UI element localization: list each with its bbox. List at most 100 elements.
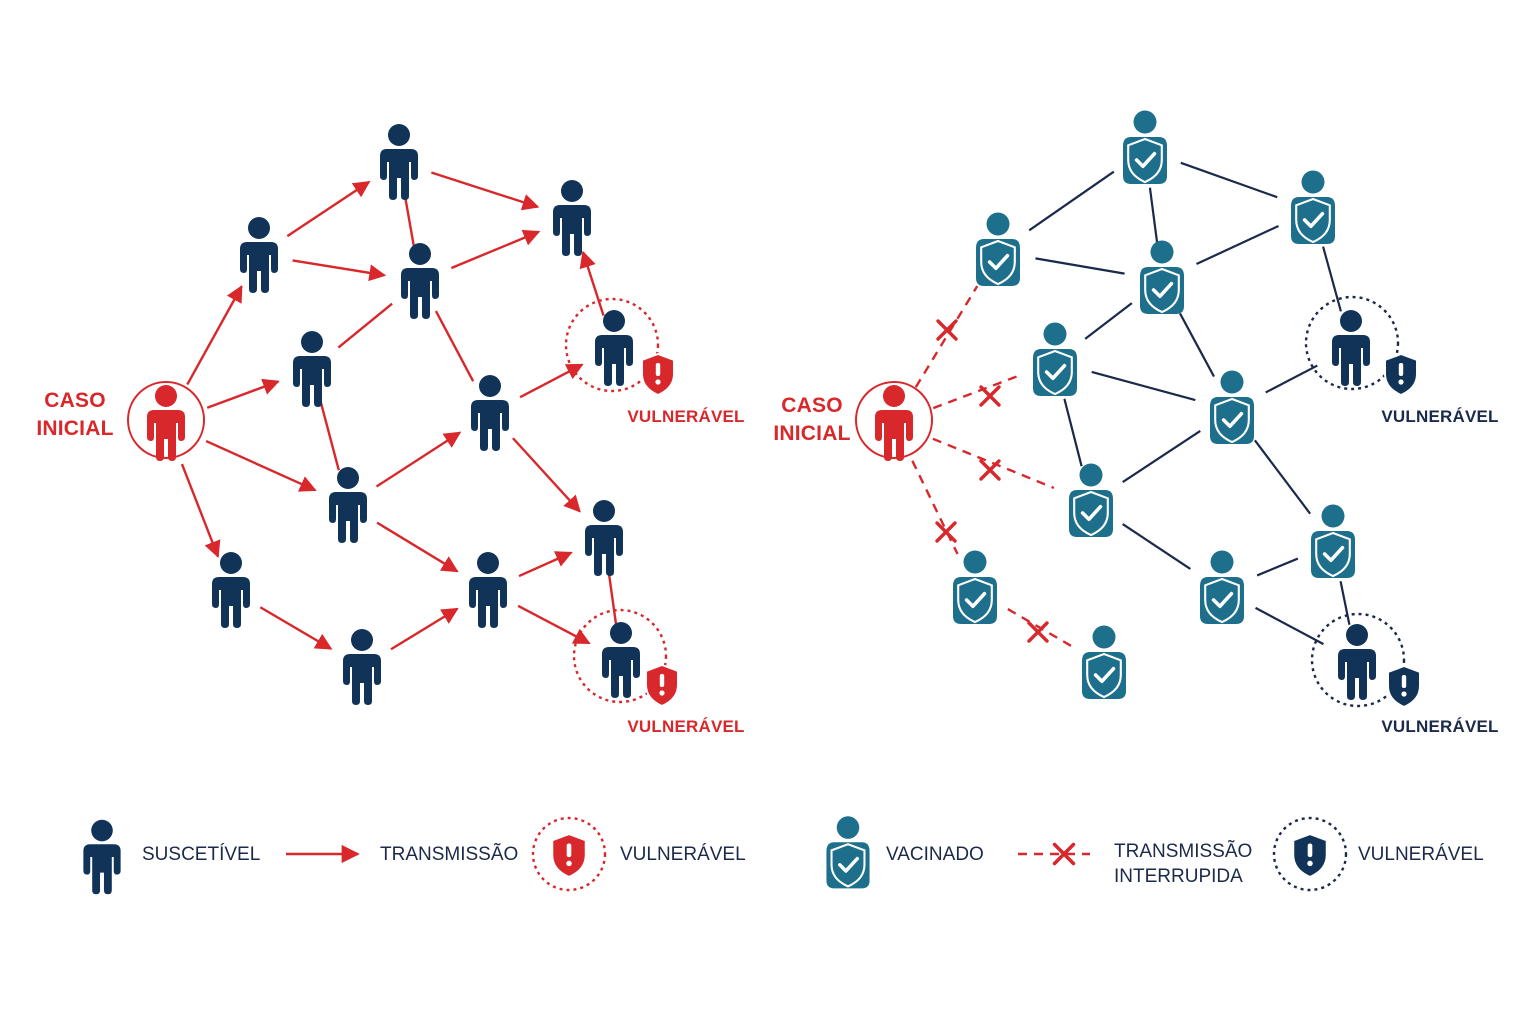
shield-check-icon — [1127, 137, 1163, 184]
shield-check-icon — [957, 577, 993, 624]
interrupted-transmission-line — [932, 437, 1055, 490]
transmission-arrow — [376, 521, 459, 573]
transmission-line — [319, 401, 340, 471]
contact-line — [1180, 161, 1278, 199]
transmission-arrow — [450, 229, 541, 270]
vaccinated-person-icon — [976, 212, 1020, 286]
vaccinated-person-icon — [1200, 550, 1244, 624]
transmission-arrow — [259, 606, 333, 650]
left-rings — [127, 297, 668, 704]
transmission-arrow — [286, 180, 371, 238]
vulnerable-ring — [1272, 816, 1348, 892]
transmission-line — [434, 310, 475, 382]
shield-alert-icon — [641, 352, 675, 397]
contact-line — [1256, 557, 1299, 577]
shield-alert-icon — [1384, 352, 1418, 397]
person-icon — [1332, 310, 1370, 386]
transmission-arrow — [206, 378, 280, 409]
person-icon — [585, 500, 623, 576]
contact-line — [1035, 257, 1125, 275]
person-icon — [1338, 624, 1376, 700]
vaccinated-person-icon — [1311, 504, 1355, 578]
shield-check-icon — [1315, 531, 1351, 578]
vaccinated-person-icon — [1033, 322, 1077, 396]
transmission-arrow — [186, 285, 243, 386]
vulnerable-ring — [564, 297, 660, 393]
person-icon — [469, 552, 507, 628]
legend-interrupted-label: INTERRUPIDA — [1114, 866, 1243, 887]
transmission-arrow — [375, 431, 462, 488]
right-contact-edges — [911, 161, 1351, 647]
shield-check-icon — [1144, 267, 1180, 314]
person-icon — [83, 819, 121, 895]
person-icon — [147, 385, 185, 461]
contact-line — [1122, 430, 1201, 483]
index-case-label: INICIAL — [36, 417, 113, 440]
transmission-arrow — [512, 437, 581, 513]
transmission-arrow — [205, 439, 317, 492]
contact-line — [1265, 364, 1318, 394]
interrupted-transmission-line — [914, 285, 979, 388]
x-mark-icon — [979, 385, 1001, 407]
vulnerable-ring — [531, 816, 607, 892]
vulnerable-ring — [1304, 295, 1400, 391]
legend-left: SUSCETÍVEL TRANSMISSÃO VULNERÁVEL — [83, 816, 746, 895]
shield-alert-icon — [645, 663, 679, 708]
vulnerable-label: VULNERÁVEL — [627, 407, 744, 426]
vaccinated-person-icon — [1210, 370, 1254, 444]
person-icon — [329, 467, 367, 543]
person-icon — [471, 375, 509, 451]
right-rings — [855, 295, 1406, 708]
shield-alert-icon — [551, 832, 587, 879]
vaccinated-person-icon — [1069, 463, 1113, 537]
vaccinated-person-icon — [953, 550, 997, 624]
vaccinated-person-icon — [1123, 110, 1167, 184]
vulnerable-ring — [572, 608, 668, 704]
x-mark-icon — [935, 521, 957, 543]
x-mark-icon — [936, 319, 958, 341]
transmission-line — [607, 571, 618, 625]
person-icon — [343, 629, 381, 705]
index-case-label: INICIAL — [773, 422, 850, 445]
contact-line — [1179, 312, 1215, 378]
interrupted-transmission-line — [911, 460, 959, 555]
left-transmission-edges — [180, 171, 618, 651]
contact-line — [1322, 246, 1342, 312]
person-icon — [553, 180, 591, 256]
person-icon — [240, 217, 278, 293]
person-icon — [602, 622, 640, 698]
contact-line — [1253, 439, 1312, 515]
shield-check-icon — [1214, 397, 1250, 444]
legend-right: VACINADO TRANSMISSÃO INTERRUPIDA VULNERÁ… — [826, 816, 1484, 892]
vulnerable-label: VULNERÁVEL — [627, 717, 744, 736]
contact-line — [1084, 302, 1133, 340]
transmission-arrow — [430, 171, 540, 211]
shield-check-icon — [1073, 490, 1109, 537]
index-case-ring — [127, 381, 205, 459]
shield-check-icon — [830, 843, 866, 888]
contact-line — [1091, 370, 1196, 402]
x-mark-icon — [979, 459, 1001, 481]
index-case-ring — [855, 381, 933, 459]
transmission-arrow — [390, 607, 459, 651]
interrupted-transmission-line — [932, 375, 1019, 410]
person-icon — [401, 243, 439, 319]
contact-line — [1148, 187, 1159, 243]
person-icon — [595, 310, 633, 386]
transmission-line — [403, 195, 415, 246]
contact-line — [1255, 606, 1324, 646]
legend-vulnerable-label: VULNERÁVEL — [1358, 844, 1484, 865]
vaccinated-person-icon — [1140, 240, 1184, 314]
contact-line — [1028, 170, 1115, 232]
vaccinated-person-icon — [1082, 625, 1126, 699]
index-case-label: CASO — [781, 394, 842, 417]
x-mark-icon — [1052, 842, 1076, 866]
vaccinated-person-icon — [1291, 170, 1335, 244]
contact-line — [1122, 523, 1191, 570]
person-icon — [293, 331, 331, 407]
vulnerable-ring — [1310, 612, 1406, 708]
transmission-arrow — [579, 250, 605, 317]
vaccinated-person-icon — [826, 816, 870, 889]
legend-vulnerable-label: VULNERÁVEL — [620, 844, 746, 865]
